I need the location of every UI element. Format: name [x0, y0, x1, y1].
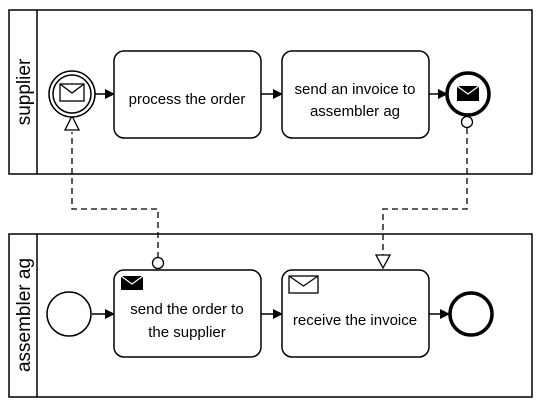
task-label: receive the invoice: [293, 312, 417, 329]
pool-assembler[interactable]: assembler ag: [8, 233, 533, 398]
task-label: process the order: [129, 91, 246, 108]
task-label-line-1: send an invoice to: [295, 81, 416, 98]
receive-envelope-icon: [288, 275, 319, 294]
task-label-line-1: send the order to: [130, 301, 243, 318]
end-event[interactable]: [448, 291, 494, 337]
send-envelope-icon: [120, 275, 144, 290]
task-send-order[interactable]: send the order to the supplier: [113, 269, 262, 358]
task-label-line-2: the supplier: [148, 324, 226, 341]
pool-label-assembler: assembler ag: [14, 258, 35, 372]
message-end-event[interactable]: [445, 71, 491, 117]
task-label-line-2: assembler ag: [310, 103, 400, 120]
task-process-order[interactable]: process the order: [113, 50, 262, 139]
message-start-event[interactable]: [48, 70, 96, 118]
message-flow-invoice[interactable]: [374, 115, 474, 270]
task-send-invoice[interactable]: send an invoice to assembler ag: [281, 50, 430, 139]
start-event[interactable]: [46, 291, 92, 337]
message-flow-order[interactable]: [63, 114, 165, 270]
task-receive-invoice[interactable]: receive the invoice: [281, 269, 430, 358]
envelope-filled-icon: [456, 85, 480, 101]
envelope-icon: [59, 83, 85, 102]
pool-label-supplier: supplier: [14, 58, 35, 125]
